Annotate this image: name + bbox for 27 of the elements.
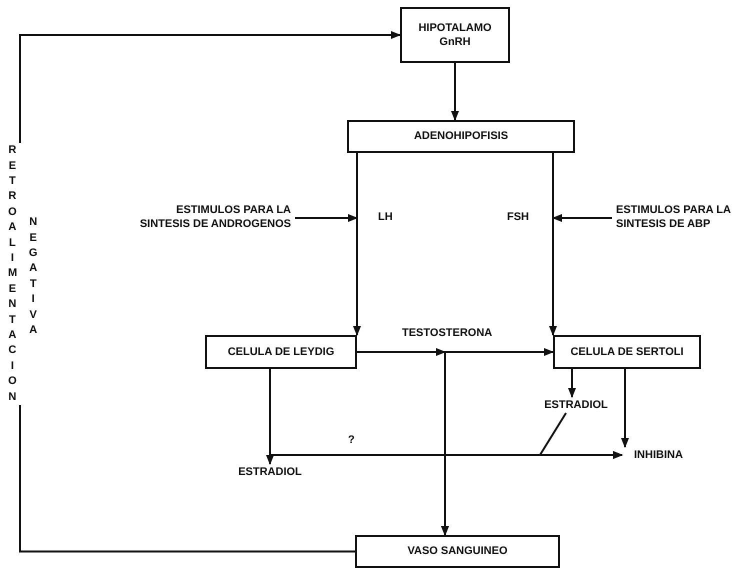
node-text: GnRH <box>439 35 471 50</box>
arrow <box>357 351 623 459</box>
node-text: ESTRADIOL <box>238 464 302 480</box>
arrow <box>295 214 358 222</box>
arrow <box>621 369 629 448</box>
process-box <box>205 335 357 369</box>
node-text: CELULA DE LEYDIG <box>228 344 334 360</box>
node-text: VASO SANGUINEO <box>407 544 508 559</box>
arrow <box>266 369 274 465</box>
edge-label: RETROALIMENTACION NEGATIVA <box>8 143 38 405</box>
node-text: ESTIMULOS PARA LA SINTESIS DE ANDROGENOS <box>138 202 291 232</box>
node-text: ESTIMULOS PARA LA SINTESIS DE ABP <box>616 202 732 232</box>
arrow <box>552 214 612 222</box>
arrow <box>269 454 449 536</box>
process-box <box>553 335 701 369</box>
node-text: ESTRADIOL <box>544 398 608 412</box>
arrow <box>568 369 576 398</box>
node-text: HIPOTALAMO <box>418 20 492 35</box>
arrow <box>451 63 459 121</box>
arrow <box>353 153 361 336</box>
node-text: ADENOHIPOFISIS <box>414 129 508 144</box>
arrow <box>549 153 557 336</box>
process-box <box>400 7 510 63</box>
node-text: INHIBINA <box>634 448 683 462</box>
process-box <box>347 120 575 153</box>
node-text: CELULA DE SERTOLI <box>570 344 684 360</box>
process-box <box>355 535 560 568</box>
